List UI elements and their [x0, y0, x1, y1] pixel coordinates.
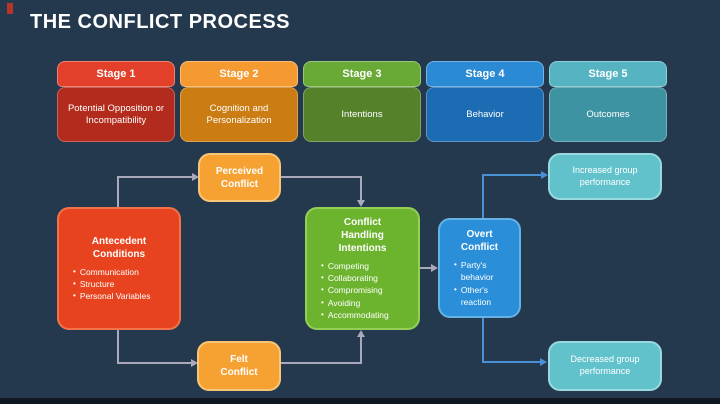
stage-3-description: Intentions [303, 87, 421, 142]
bullet-item: •Communication [73, 266, 139, 277]
stage-4-header: Stage 4 [426, 61, 544, 87]
node-title: Perceived Conflict [215, 165, 264, 190]
node-title: Conflict Handling Intentions [338, 216, 387, 254]
bullet-item: •Accommodating [321, 309, 389, 320]
arrowhead-perceived [192, 173, 199, 181]
stage-1-description: Potential Opposition or Incompatibility [57, 87, 175, 142]
connector-handling-to-overt [420, 267, 432, 269]
bullet-dot: • [454, 259, 457, 269]
stage-4-description: Behavior [426, 87, 544, 142]
node-title: Antecedent Conditions [91, 235, 147, 260]
connector-perceived-right [281, 176, 362, 178]
bullet-dot: • [73, 266, 76, 276]
stage-card-3: Stage 3 Intentions [303, 61, 421, 142]
connector-antecedent-down [117, 330, 119, 363]
bullet-list: •Competing •Collaborating •Compromising … [313, 260, 389, 322]
connector-up-to-handling [360, 337, 362, 364]
bullet-item: •Compromising [321, 285, 383, 296]
node-title: Increased group performance [572, 164, 638, 187]
stage-5-header: Stage 5 [549, 61, 667, 87]
node-felt-conflict: Felt Conflict [197, 341, 281, 391]
connector-felt-right [281, 362, 362, 364]
connector-to-felt [117, 362, 192, 364]
node-perceived-conflict: Perceived Conflict [198, 153, 281, 202]
letterbox-bar [0, 398, 720, 404]
bullet-item: •Collaborating [321, 273, 378, 284]
bullet-dot: • [321, 260, 324, 270]
bullet-dot: • [321, 285, 324, 295]
connector-to-decreased [482, 361, 541, 363]
node-title: Overt Conflict [460, 228, 499, 253]
stage-card-5: Stage 5 Outcomes [549, 61, 667, 142]
bullet-item: •Party's behavior [454, 259, 494, 283]
node-increased-group-performance: Increased group performance [548, 153, 662, 200]
arrowhead-overt [431, 264, 438, 272]
bullet-item: •Avoiding [321, 297, 361, 308]
arrowhead-handling-bottom [357, 330, 365, 337]
bullet-item: •Other's reaction [454, 284, 492, 307]
bullet-list: •Party's behavior •Other's reaction [444, 259, 515, 308]
bullet-dot: • [73, 291, 76, 301]
bullet-dot: • [454, 284, 457, 294]
stage-card-2: Stage 2 Cognition and Personalization [180, 61, 298, 142]
bullet-list: •Communication •Structure •Personal Vari… [65, 266, 151, 303]
arrowhead-felt [191, 359, 198, 367]
stage-1-header: Stage 1 [57, 61, 175, 87]
bullet-dot: • [73, 278, 76, 288]
connector-to-increased [482, 174, 542, 176]
stage-3-header: Stage 3 [303, 61, 421, 87]
page-title: THE CONFLICT PROCESS [30, 11, 291, 33]
node-decreased-group-performance: Decreased group performance [548, 341, 662, 391]
connector-to-perceived [117, 176, 193, 178]
node-antecedent-conditions: Antecedent Conditions •Communication •St… [57, 207, 181, 330]
connector-down-to-handling [360, 176, 362, 201]
bullet-dot: • [321, 297, 324, 307]
node-conflict-handling-intentions: Conflict Handling Intentions •Competing … [305, 207, 420, 330]
stage-5-description: Outcomes [549, 87, 667, 142]
arrowhead-decreased [540, 358, 547, 366]
bullet-dot: • [321, 273, 324, 283]
bullet-item: •Structure [73, 278, 115, 289]
node-title: Felt Conflict [220, 354, 258, 378]
arrowhead-increased [541, 171, 548, 179]
stage-card-4: Stage 4 Behavior [426, 61, 544, 142]
stage-2-description: Cognition and Personalization [180, 87, 298, 142]
connector-antecedent-up [117, 177, 119, 207]
connector-overt-down [482, 318, 484, 363]
bullet-item: •Competing [321, 260, 369, 271]
stage-card-1: Stage 1 Potential Opposition or Incompat… [57, 61, 175, 142]
stage-2-header: Stage 2 [180, 61, 298, 87]
corner-accent-mark [7, 3, 13, 14]
bullet-item: •Personal Variables [73, 291, 151, 302]
arrowhead-handling-top [357, 200, 365, 207]
bullet-dot: • [321, 309, 324, 319]
node-title: Decreased group performance [570, 354, 640, 376]
node-overt-conflict: Overt Conflict •Party's behavior •Other'… [438, 218, 521, 318]
connector-overt-up [482, 175, 484, 218]
